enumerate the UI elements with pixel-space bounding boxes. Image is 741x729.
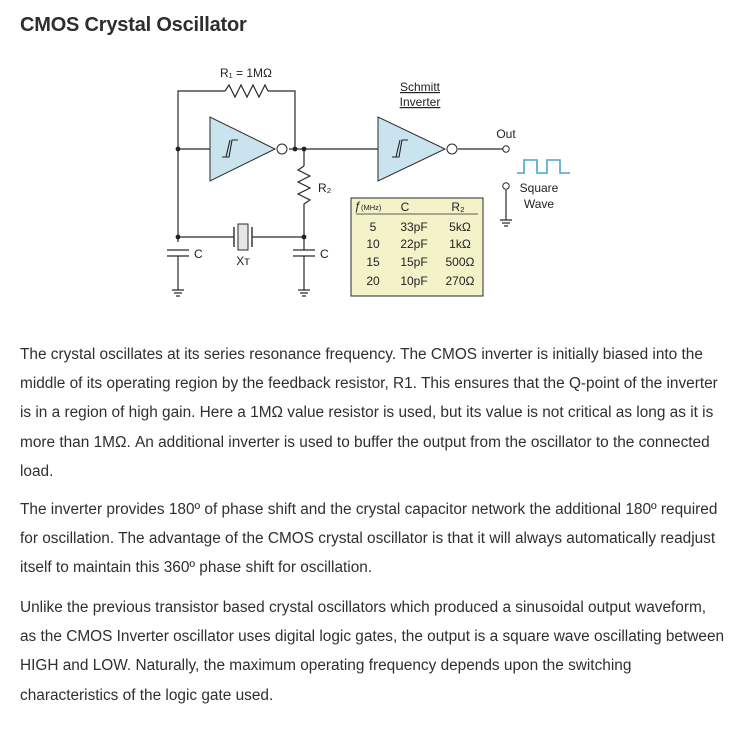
capacitor-right [293,249,315,290]
table-cell: 15pF [400,255,427,269]
table-header-f: ƒ [354,199,361,213]
table-cell: 33pF [400,220,427,234]
node-right-bottom [301,234,307,240]
schmitt-label-line1: Schmitt [400,80,441,94]
table-cell: 500Ω [446,255,475,269]
r1-label: R₁ = 1MΩ [220,66,272,80]
ground-left [172,289,184,297]
table-cell: 20 [366,274,380,288]
table-cell: 10pF [400,274,427,288]
inverter-2 [377,116,458,182]
schmitt-symbol-1 [222,139,238,158]
square-terminal [502,182,510,190]
table-cell: 15 [366,255,380,269]
ground-right [298,289,310,297]
resistor-r2 [296,165,312,250]
table-header-c: C [401,200,410,214]
node-middle [292,146,298,152]
wire-square-terminal [500,190,512,227]
square-label-line1: Square [520,181,559,195]
node-left [175,146,181,152]
r2-label: R₂ [318,181,332,195]
table-cell: 270Ω [446,274,475,288]
node-r2 [301,146,307,152]
inverter-1 [209,116,288,182]
wire-feedback [177,90,296,149]
table-cell: 1kΩ [449,237,471,251]
node-left-bottom [175,234,181,240]
out-label: Out [496,127,516,141]
table-cell: 22pF [400,237,427,251]
square-wave-icon [517,159,570,174]
c-right-label: C [320,247,329,261]
schmitt-label-line2: Inverter [400,95,441,109]
paragraph-1: The crystal oscillates at its series res… [20,346,718,480]
resistor-r1 [224,83,269,99]
table-cell: 5 [370,220,377,234]
paragraph-2: The inverter provides 180º of phase shif… [20,501,718,577]
component-table: ƒ (MHz) C R₂ 5 33pF 5kΩ 10 22pF 1kΩ 15 1… [350,197,484,297]
table-header-mhz: (MHz) [361,203,382,212]
xt-label: Xᴛ [236,254,250,268]
output-terminal [502,145,510,153]
circuit-diagram: ƒ (MHz) C R₂ 5 33pF 5kΩ 10 22pF 1kΩ 15 1… [150,50,590,310]
square-label-line2: Wave [524,197,555,211]
table-cell: 10 [366,237,380,251]
page-title: CMOS Crystal Oscillator [20,14,247,36]
paragraph-3: Unlike the previous transistor based cry… [20,599,725,704]
crystal-xt [233,223,253,251]
table-header-r2: R₂ [451,200,465,214]
table-cell: 5kΩ [449,220,471,234]
c-left-label: C [194,247,203,261]
capacitor-left [167,249,189,290]
circuit-schematic: ƒ (MHz) C R₂ 5 33pF 5kΩ 10 22pF 1kΩ 15 1… [167,66,570,297]
schmitt-symbol-2 [392,139,408,158]
